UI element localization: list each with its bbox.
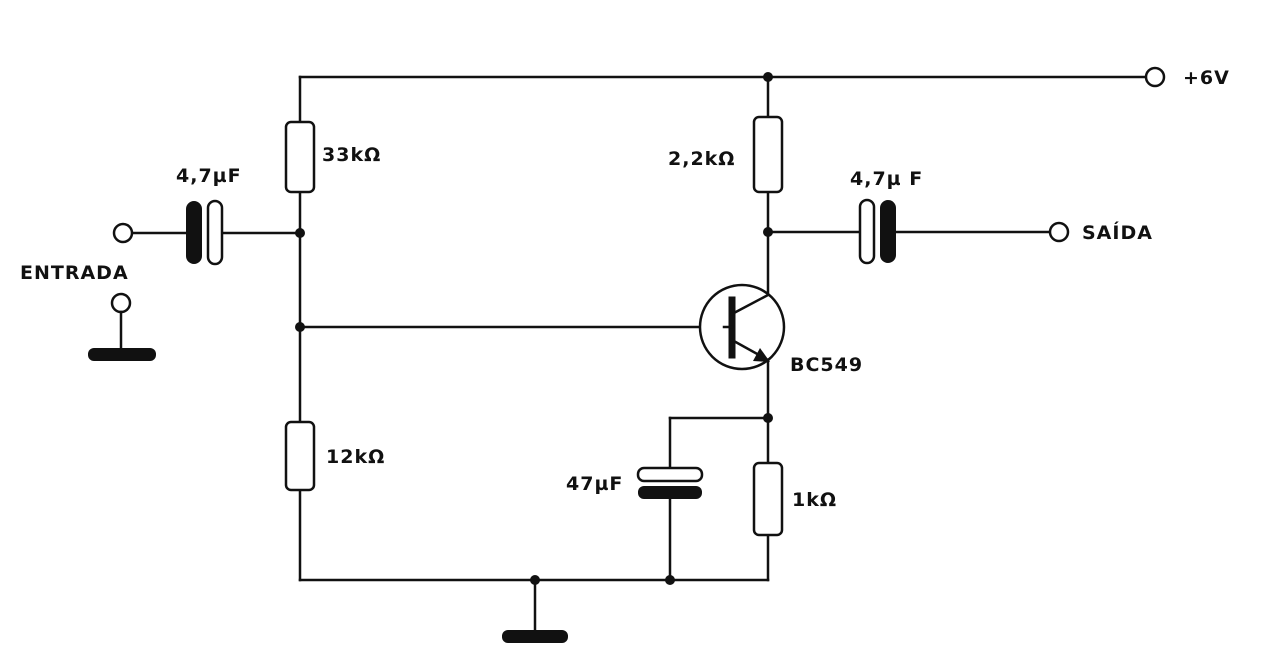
supply-terminal: [1144, 66, 1166, 88]
output-label: SAÍDA: [1082, 221, 1153, 244]
resistor-2-2k: [752, 115, 784, 194]
input-terminal: [112, 222, 134, 244]
capacitor-output: [858, 198, 896, 265]
junction-dot: [763, 72, 773, 82]
resistor-2-2k-label: 2,2kΩ: [668, 148, 735, 170]
capacitor-input-label: 4,7µF: [176, 165, 242, 187]
emitter-arrow-icon: [753, 348, 770, 362]
capacitor-bypass-label: 47µF: [566, 473, 623, 495]
capacitor-output-label: 4,7µ F: [850, 168, 923, 190]
transistor-bc549: [698, 283, 786, 371]
junction-dot: [295, 322, 305, 332]
resistor-12k-label: 12kΩ: [326, 446, 385, 468]
capacitor-bypass: [636, 466, 704, 499]
resistor-1k-label: 1kΩ: [792, 489, 837, 511]
resistor-1k: [752, 461, 784, 537]
junction-dot: [530, 575, 540, 585]
resistor-12k: [284, 420, 316, 492]
supply-label: +6V: [1183, 67, 1230, 89]
capacitor-input: [186, 199, 224, 266]
resistor-33k: [284, 120, 316, 194]
junction-dot: [763, 413, 773, 423]
transistor-label: BC549: [790, 354, 863, 376]
input-label: ENTRADA: [20, 262, 129, 284]
junction-dot: [665, 575, 675, 585]
junction-dot: [295, 228, 305, 238]
resistor-33k-label: 33kΩ: [322, 144, 381, 166]
input-ground-terminal: [110, 292, 132, 314]
junction-dot: [763, 227, 773, 237]
input-ground-symbol: [88, 348, 156, 361]
ground-symbol: [502, 630, 568, 643]
output-terminal: [1048, 221, 1070, 243]
